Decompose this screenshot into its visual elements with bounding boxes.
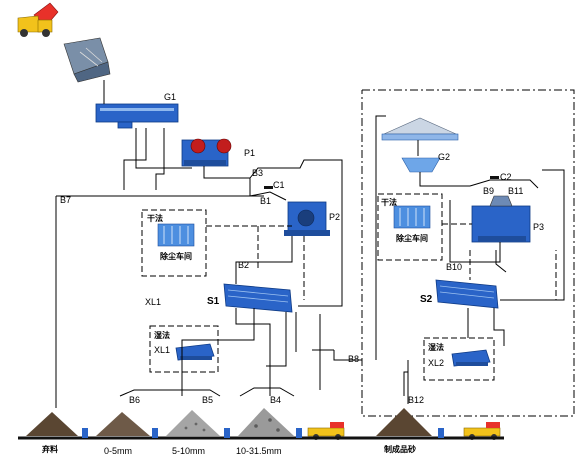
crusher-p2-icon [284,201,330,236]
b2-label: B2 [238,260,249,270]
pile-5-10mm-icon [166,410,220,436]
waste-pile-icon [26,412,78,436]
dry-method-1-title: 干法 [147,213,163,223]
xl2-label: XL2 [428,358,444,368]
b3-label: B3 [252,168,263,178]
wet-method-2-box [423,337,495,381]
pile-10-31.5mm-icon [238,408,294,436]
product-5-10mm-label: 5-10mm [172,446,205,456]
b9-label: B9 [483,186,494,196]
hopper-icon [381,117,459,141]
sand-pile-icon [376,408,432,436]
b12-label: B12 [408,395,424,405]
dump-truck-icon [17,2,59,37]
c1-label: C1 [273,180,285,190]
p1-label: P1 [244,148,255,158]
xl1-box-label: XL1 [154,345,170,355]
product-10-31.5mm-label: 10-31.5mm [236,446,282,456]
dust-workshop-1-box [141,209,207,277]
dust-workshop-1-label: 除尘车间 [160,251,192,261]
feeder-g1-icon [95,103,179,129]
b6-label: B6 [129,395,140,405]
b7-label: B7 [60,195,71,205]
b1-label: B1 [260,196,271,206]
dry-method-2-title: 干法 [381,197,397,207]
dust-workshop-2-label: 除尘车间 [396,233,428,243]
b10-label: B10 [446,262,462,272]
c2-label: C2 [500,172,512,182]
feeder-g2-icon [401,157,441,173]
pile-0-5mm-icon [96,412,150,436]
g2-label: G2 [438,152,450,162]
sand-maker-p3-icon [471,195,531,243]
vibrating-feeder-icon [63,37,111,83]
b11-label: B11 [508,186,523,196]
dust-collector-2-icon [393,205,431,229]
p2-label: P2 [329,212,340,222]
wet-method-1-box [149,325,219,373]
b8-label: B8 [348,354,359,364]
product-0-5mm-label: 0-5mm [104,446,132,456]
g1-label: G1 [164,92,176,102]
s2-label: S2 [420,294,433,305]
sand-washer-xl1-icon [175,343,215,361]
wet-method-2-title: 湿法 [428,342,444,352]
sand-product-label: 制成品砂 [384,444,416,454]
vibrating-screen-s1-icon [223,283,293,313]
s1-label: S1 [207,296,220,307]
xl1-label: XL1 [145,297,161,307]
waste-label: 弃料 [42,444,58,454]
b5-label: B5 [202,395,213,405]
ground-blocks [82,428,444,438]
b4-label: B4 [270,395,281,405]
wet-method-1-title: 湿法 [154,330,170,340]
p3-label: P3 [533,222,544,232]
dust-collector-1-icon [157,223,195,247]
jaw-crusher-p1-icon [181,138,232,167]
sand-washer-xl2-icon [451,349,491,367]
dust-workshop-2-box [377,193,443,261]
vibrating-screen-s2-icon [435,279,499,309]
